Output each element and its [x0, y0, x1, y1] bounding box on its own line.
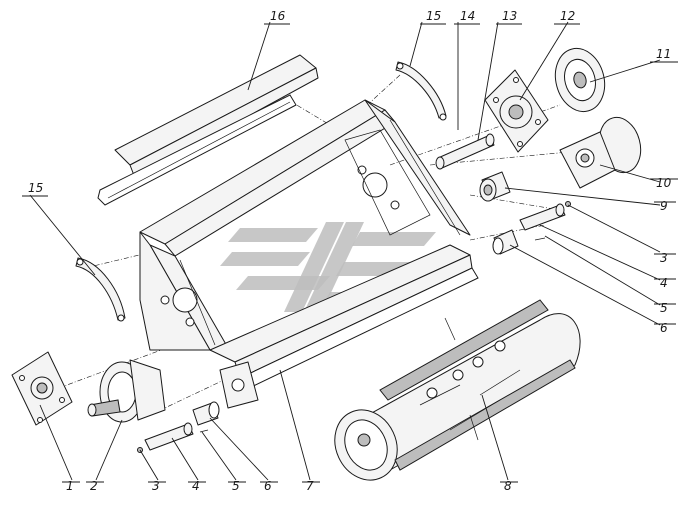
callout-5a: 5	[232, 479, 240, 493]
callout-5b: 5	[660, 301, 668, 315]
part-11-sprocket	[554, 47, 606, 113]
callout-4b: 4	[660, 276, 668, 290]
callout-1: 1	[66, 479, 74, 493]
part-13-14-upper-shaft	[435, 133, 495, 170]
callout-7: 7	[306, 479, 314, 493]
part-12-flange-housing	[484, 69, 549, 153]
part-7-main-frame	[139, 99, 479, 409]
callout-15a: 15	[28, 181, 43, 195]
callout-2: 2	[90, 479, 98, 493]
callout-10: 10	[656, 176, 672, 190]
callout-underlines	[22, 23, 678, 483]
callout-11: 11	[656, 47, 671, 61]
callout-3a: 3	[152, 479, 160, 493]
callout-15b: 15	[426, 9, 441, 23]
part-15-left-guard	[75, 257, 126, 322]
callout-3b: 3	[660, 251, 668, 265]
lower-shaft-set	[137, 401, 220, 453]
part-8-rotor-drum	[334, 299, 581, 481]
callout-13: 13	[502, 9, 517, 23]
callout-12: 12	[560, 9, 575, 23]
callout-9: 9	[660, 199, 668, 213]
callout-14: 14	[460, 9, 475, 23]
part-1-flange-plate-left	[11, 351, 73, 426]
callout-labels: 1 2 3 4 5 6 7 8 3 4 5 6 9 10 11 12 13 14…	[28, 9, 672, 493]
part-16-cover-panel	[97, 54, 319, 206]
right-shaft-set	[492, 201, 571, 255]
leader-lines	[29, 21, 661, 481]
callout-16: 16	[270, 9, 286, 23]
part-10-sprocket-flange	[559, 116, 642, 189]
part-9-bearing	[479, 171, 511, 202]
callout-4a: 4	[192, 479, 200, 493]
callout-6a: 6	[264, 479, 272, 493]
part-2-sprocket-hub	[87, 359, 166, 423]
part-15-right-guard	[395, 61, 447, 121]
callout-6b: 6	[660, 321, 668, 335]
callout-8: 8	[504, 479, 512, 493]
